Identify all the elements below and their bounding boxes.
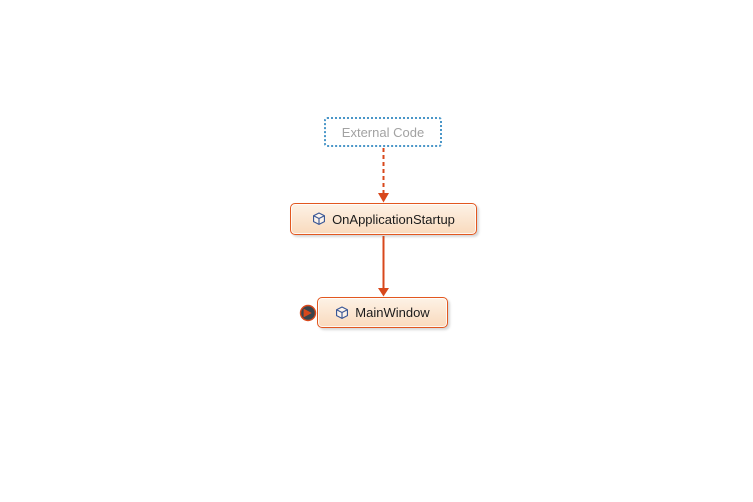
edge-externalcode-to-onapplicationstartup[interactable]	[378, 148, 389, 203]
cube-icon	[312, 212, 326, 226]
node-on-application-startup-label: OnApplicationStartup	[332, 211, 455, 227]
node-on-application-startup[interactable]: OnApplicationStartup	[290, 203, 477, 235]
cube-icon	[335, 305, 349, 320]
node-main-window-label: MainWindow	[355, 305, 430, 320]
edge-onapplicationstartup-to-mainwindow[interactable]	[378, 236, 389, 297]
node-external-code[interactable]: External Code	[324, 117, 442, 147]
node-main-window[interactable]: MainWindow	[317, 297, 448, 328]
node-external-code-label: External Code	[341, 124, 425, 140]
expand-arrow-icon	[303, 308, 312, 318]
expand-incoming-calls-button[interactable]	[299, 304, 317, 322]
